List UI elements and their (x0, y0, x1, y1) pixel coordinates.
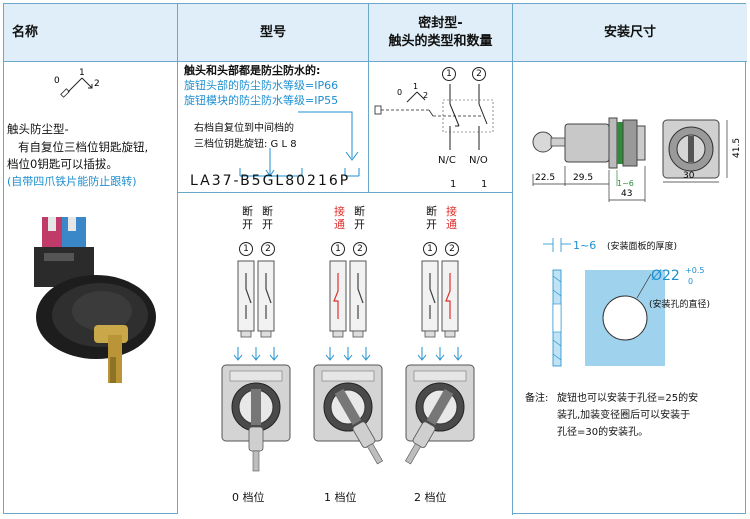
nc-count: 1 (450, 179, 457, 190)
contact-module (329, 260, 347, 338)
name-desc3: (自带四爪铁片能防止跟转) (7, 175, 137, 188)
d225-text: 22.5 (535, 173, 555, 183)
d16-text: 1~6 (617, 179, 634, 188)
nc-label: N/C (438, 155, 456, 166)
remark-label: 备注: (525, 393, 549, 404)
panel-range: 1~6 (573, 239, 597, 252)
pos0-circle2: 2 (261, 241, 275, 256)
ip-module: 旋钮模块的防尘防水等级=IP55 (184, 94, 339, 107)
return-note: 右档自复位到中间档的 (194, 123, 294, 134)
down-arrow (269, 347, 279, 361)
model-number: LA37-B5GL80216P (190, 173, 351, 189)
d295-text: 29.5 (573, 173, 593, 183)
pos1-state2: 断开 (354, 205, 365, 231)
seal-circle-1: 1 (442, 66, 456, 81)
name-desc1: 有自复位三档位钥匙旋钮, (18, 140, 149, 154)
np1-text: 1 (79, 68, 85, 78)
down-arrow (417, 347, 427, 361)
key-position-symbol: 0 1 2 (54, 68, 100, 98)
sp2-text: 2 (423, 91, 428, 100)
hole-tol-plus: +0.5 (685, 266, 705, 275)
sp1-text: 1 (413, 82, 418, 91)
np2-text: 2 (94, 79, 100, 89)
panel-note: (安装面板的厚度) (607, 242, 678, 252)
contact-module (257, 260, 275, 338)
down-arrow (435, 347, 445, 361)
contact-module (349, 260, 367, 338)
down-arrow (453, 347, 463, 361)
pos1-label: 1 档位 (324, 491, 357, 504)
np0-text: 0 (54, 76, 60, 86)
pos1-state1: 接通 (334, 205, 345, 231)
no-label: N/O (469, 155, 488, 166)
hole-note: (安装孔的直径) (649, 300, 711, 310)
header-seal-line1: 密封型- (418, 15, 463, 31)
model-callout-arrows (239, 111, 360, 177)
no-count: 1 (481, 179, 488, 190)
down-arrow (361, 347, 371, 361)
name-title: 触头防尘型- (7, 122, 69, 136)
down-arrow (233, 347, 243, 361)
positions-diagram (221, 260, 475, 472)
contact-module (441, 260, 459, 338)
pos2-circle1: 1 (423, 241, 437, 256)
down-arrow (251, 347, 261, 361)
pos2-circle2: 2 (445, 241, 459, 256)
name-desc2: 档位0钥匙可以插拔。 (7, 157, 118, 171)
dust-title: 触头和头部都是防尘防水的: (184, 64, 321, 77)
switch-head (404, 364, 475, 465)
contact-module (237, 260, 255, 338)
switch-product-photo (34, 217, 156, 383)
d415-text: 41.5 (732, 138, 742, 158)
pos0-state1: 断开 (242, 205, 253, 231)
down-arrow (325, 347, 335, 361)
switch-head (313, 364, 384, 465)
header-seal: 密封型- 触头的类型和数量 (369, 4, 513, 62)
remark-line3: 孔径=30的安装孔。 (557, 427, 649, 438)
d30-text: 30 (683, 171, 695, 181)
contact-schematic: 0 1 2 (374, 82, 494, 150)
pos2-state2: 接通 (446, 205, 457, 231)
pos1-circle1: 1 (331, 241, 345, 256)
knob-note: 三档位钥匙旋钮: G L 8 (194, 139, 297, 150)
sp0-text: 0 (397, 88, 402, 97)
ip-knob: 旋钮头部的防尘防水等级=IP66 (184, 79, 339, 92)
install-column: 22.5 29.5 1~6 43 30 41.5 1~6 (安装面板的厚度) Ø… (513, 62, 747, 513)
hole-tol-zero: 0 (688, 277, 694, 286)
pos0-circle1: 1 (239, 241, 253, 256)
down-arrow (343, 347, 353, 361)
contact-module (421, 260, 439, 338)
header-install: 安装尺寸 (513, 4, 747, 62)
positions-block: 断开 断开 接通 断开 断开 接通 1 2 1 2 1 2 0 档位 1 档位 … (178, 192, 513, 515)
product-spec-table: 名称 型号 密封型- 触头的类型和数量 安装尺寸 0 1 2 触头防尘型- 有自… (3, 3, 747, 515)
pos1-circle2: 2 (353, 241, 367, 256)
name-column: 0 1 2 触头防尘型- 有自复位三档位钥匙旋钮, 档位0钥匙可以插拔。 (自带… (4, 62, 178, 513)
pos0-state2: 断开 (262, 205, 273, 231)
header-name: 名称 (4, 4, 178, 62)
switch-head (221, 364, 291, 472)
model-column: 触头和头部都是防尘防水的: 旋钮头部的防尘防水等级=IP66 旋钮模块的防尘防水… (178, 62, 369, 513)
header-model: 型号 (178, 4, 369, 62)
remark-line2: 装孔,加装变径圈后可以安装于 (557, 410, 691, 421)
hole-diameter: Ø22 (651, 268, 680, 284)
side-view-drawing: 22.5 29.5 1~6 43 30 41.5 (532, 117, 742, 202)
pos2-state1: 断开 (426, 205, 437, 231)
remark-line1: 旋钮也可以安装于孔径=25的安 (557, 393, 699, 404)
header-seal-line2: 触头的类型和数量 (388, 33, 493, 49)
seal-circle-2: 2 (472, 66, 486, 81)
panel-cutout-drawing (543, 238, 665, 367)
pos2-label: 2 档位 (414, 491, 447, 504)
pos0-label: 0 档位 (232, 491, 265, 504)
d43-text: 43 (621, 189, 632, 199)
